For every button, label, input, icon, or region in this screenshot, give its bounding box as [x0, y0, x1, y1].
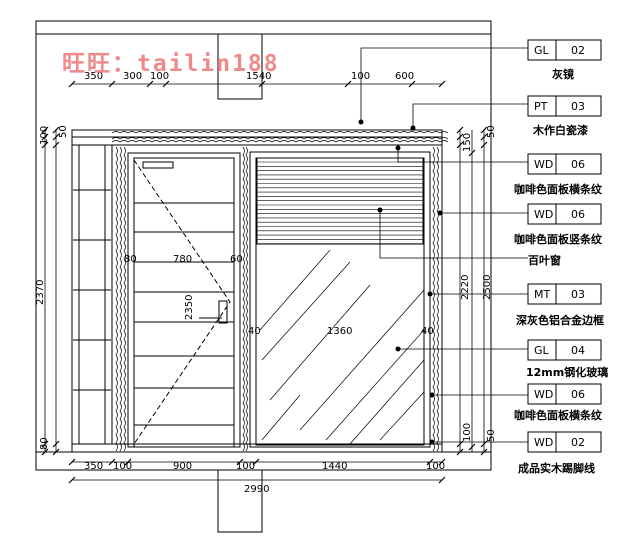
- callout-2-code: PT: [534, 100, 548, 113]
- callout-9-label: 成品实木踢脚线: [518, 461, 595, 475]
- blind-slats: [257, 161, 423, 244]
- left-shelf: [71, 144, 113, 445]
- dim-total: 2990: [244, 484, 269, 495]
- dim-top-6: 600: [395, 71, 414, 82]
- door-leaf: [133, 157, 235, 448]
- callout-4-label: 咖啡色面板竖条纹: [514, 232, 603, 246]
- dim-top-3: 100: [150, 71, 169, 82]
- dim-right-5: 100: [462, 423, 473, 442]
- dim-inner-3: 60: [230, 254, 243, 265]
- callout-6-code: MT: [534, 288, 550, 301]
- callout-3: WD 06 咖啡色面板横条纹: [514, 153, 603, 196]
- glass-hatch: [259, 249, 425, 445]
- ceiling-slab: [35, 20, 492, 35]
- callout-4: WD 06 咖啡色面板竖条纹: [514, 203, 603, 246]
- callout-9-num: 02: [571, 436, 585, 449]
- dim-bottom-2: 100: [113, 461, 132, 472]
- dim-bottom-6: 100: [426, 461, 445, 472]
- dim-inner-1: 80: [124, 254, 137, 265]
- callout-8-num: 06: [571, 388, 585, 401]
- dim-bottom-4: 100: [236, 461, 255, 472]
- dim-left-4: 80: [39, 437, 50, 450]
- wood-grain-pattern: [111, 131, 449, 452]
- callout-8-code: WD: [534, 388, 553, 401]
- ceiling-beam: [217, 33, 263, 100]
- dim-bottom-1: 350: [84, 461, 103, 472]
- dim-top-5: 100: [351, 71, 370, 82]
- watermark: 旺旺：tailin188: [62, 51, 280, 77]
- glass-partition: [249, 151, 431, 448]
- dim-top-4: 1540: [246, 71, 271, 82]
- floor-slab: [35, 451, 492, 471]
- dim-inner-4: 2350: [184, 295, 195, 320]
- dim-right-3: 2220: [460, 275, 471, 300]
- dim-bottom-3: 900: [173, 461, 192, 472]
- callout-1-num: 02: [571, 44, 585, 57]
- callout-9: WD 02 成品实木踢脚线: [518, 431, 602, 475]
- dim-top-1: 350: [84, 71, 103, 82]
- dim-right-4: 2500: [482, 275, 493, 300]
- dim-inner-6: 1360: [327, 326, 352, 337]
- callout-5-label: 百叶窗: [528, 253, 561, 267]
- dim-right-6: 50: [486, 429, 497, 442]
- dim-right-2: 50: [486, 125, 497, 138]
- callout-3-num: 06: [571, 158, 585, 171]
- dim-bottom-5: 1440: [322, 461, 347, 472]
- dim-inner-7: 40: [421, 326, 434, 337]
- callout-6-label: 深灰色铝合金边框: [516, 313, 604, 327]
- dim-top-2: 300: [123, 71, 142, 82]
- floor-beam: [217, 469, 263, 533]
- callout-6: MT 03 深灰色铝合金边框: [516, 283, 604, 327]
- callout-7-num: 04: [571, 344, 585, 357]
- callout-1: GL 02 灰镜: [527, 39, 602, 81]
- callout-9-code: WD: [534, 436, 553, 449]
- dim-left-1: 100: [39, 126, 50, 145]
- callout-1-label: 灰镜: [552, 67, 574, 81]
- callout-4-code: WD: [534, 208, 553, 221]
- dim-inner-2: 780: [173, 254, 192, 265]
- callout-7-label: 12mm钢化玻璃: [526, 365, 608, 379]
- dim-right-1: 150: [462, 133, 473, 152]
- callout-2-label: 木作白瓷漆: [532, 123, 588, 137]
- callout-3-code: WD: [534, 158, 553, 171]
- callout-8: WD 06 咖啡色面板横条纹: [514, 383, 603, 422]
- callout-1-code: GL: [534, 44, 550, 57]
- callout-2: PT 03 木作白瓷漆: [527, 95, 602, 137]
- dim-left-2: 50: [58, 125, 69, 138]
- callout-7: GL 04 12mm钢化玻璃: [526, 339, 608, 379]
- callout-3-label: 咖啡色面板横条纹: [514, 182, 603, 196]
- door-handle: [218, 300, 228, 324]
- callout-6-num: 03: [571, 288, 585, 301]
- dim-left-3: 2370: [35, 280, 46, 305]
- callout-2-num: 03: [571, 100, 585, 113]
- callout-5: 百叶窗: [528, 253, 561, 267]
- callout-7-code: GL: [534, 344, 550, 357]
- callout-8-label: 咖啡色面板横条纹: [514, 408, 603, 422]
- dim-inner-5: 40: [248, 326, 261, 337]
- callout-4-num: 06: [571, 208, 585, 221]
